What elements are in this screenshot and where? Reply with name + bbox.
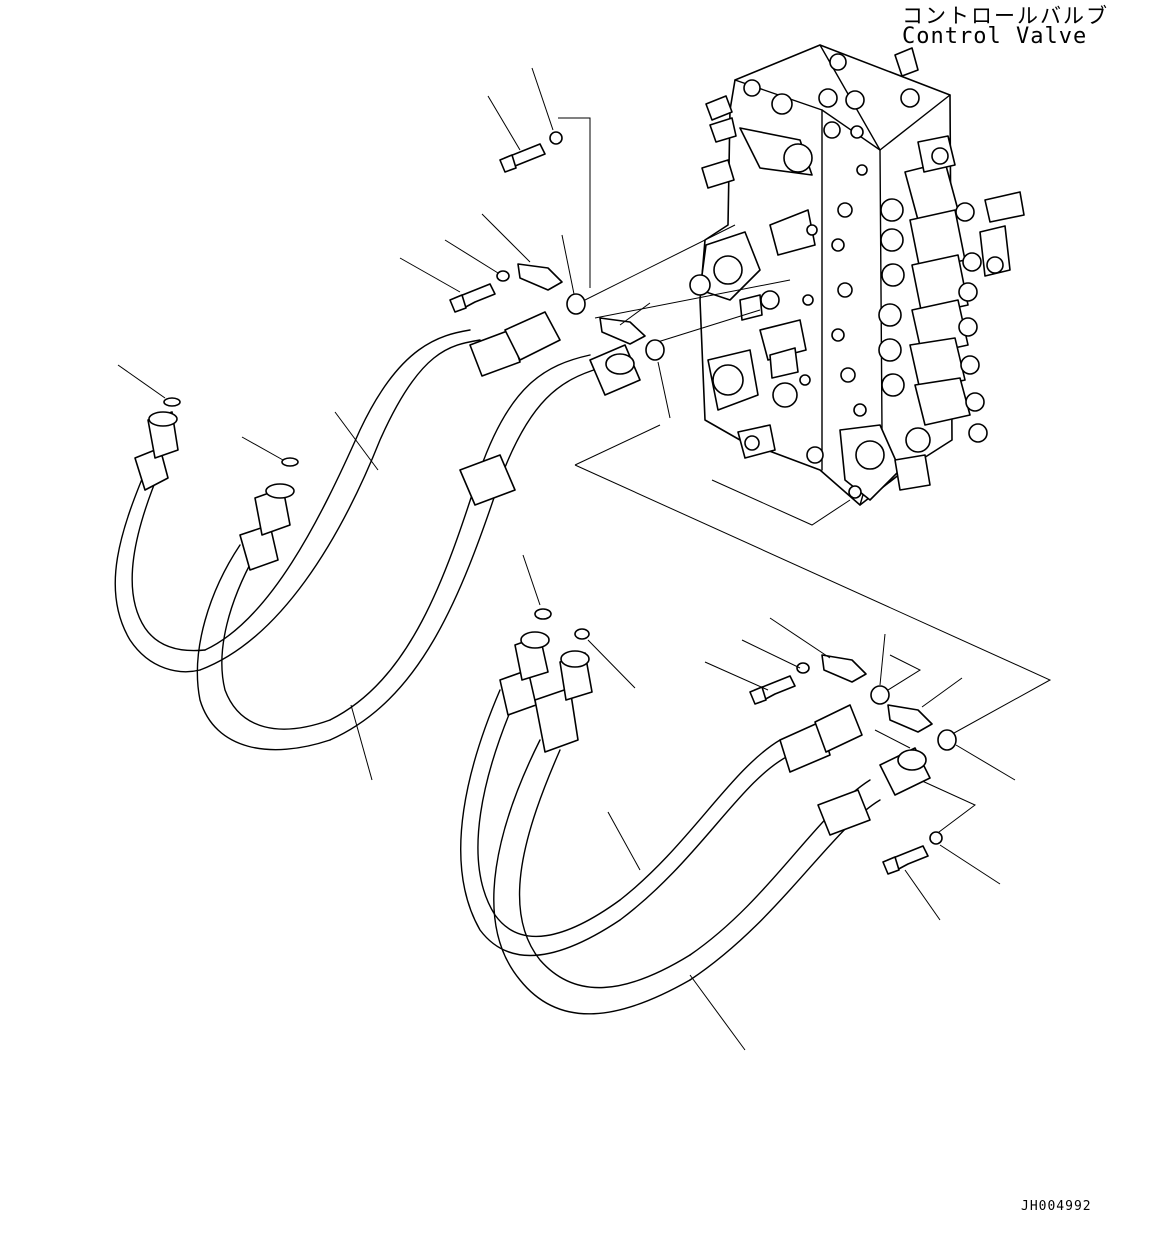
washer-icon	[496, 270, 510, 282]
leader-lines	[117, 67, 1016, 1051]
washer-icon	[549, 131, 563, 145]
split-flange-clamp-icon	[821, 654, 867, 683]
washer-icon	[929, 831, 943, 845]
split-flange-clamp-icon	[887, 704, 933, 733]
o-ring-icon	[574, 628, 590, 640]
bolt-icon	[499, 143, 546, 173]
connection-lines	[558, 117, 1052, 836]
drawing-number: JH004992	[1021, 1199, 1092, 1214]
control-valve-label-en: Control Valve	[902, 24, 1088, 49]
hydraulic-hose-icon	[460, 631, 863, 957]
bolt-icon	[449, 283, 496, 313]
o-ring-icon	[645, 339, 665, 361]
o-ring-icon	[534, 608, 552, 620]
o-ring-icon	[281, 457, 299, 467]
o-ring-icon	[937, 729, 957, 751]
upper-hoses	[114, 131, 665, 751]
control-valve-label-jp: コントロールバルブ	[902, 4, 1109, 28]
hydraulic-hose-icon	[196, 344, 641, 751]
bolt-icon	[882, 845, 929, 875]
o-ring-icon	[566, 293, 586, 315]
split-flange-clamp-icon	[599, 317, 646, 345]
bolt-icon	[749, 675, 796, 705]
o-ring-icon	[870, 685, 890, 705]
hydraulic-hose-icon	[493, 650, 931, 1015]
hydraulic-hose-icon	[114, 311, 561, 673]
split-flange-clamp-icon	[517, 263, 563, 291]
washer-icon	[796, 662, 810, 674]
o-ring-icon	[163, 397, 181, 407]
control-valve-icon	[689, 44, 1025, 506]
lower-hoses	[460, 608, 957, 1015]
